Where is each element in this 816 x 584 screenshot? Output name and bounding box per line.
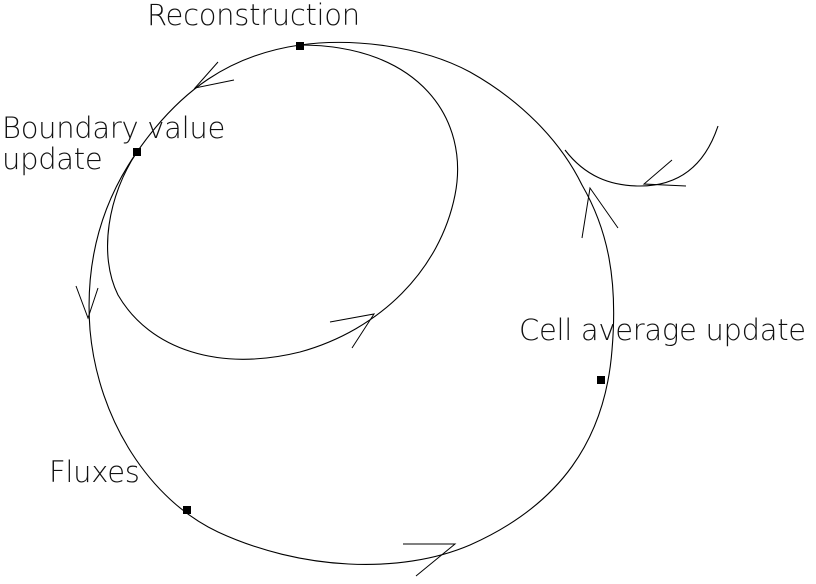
arrow-bottom-right <box>403 543 457 577</box>
label-cell-average-update: Cell average update <box>519 313 806 347</box>
outer-loop <box>88 41 615 565</box>
node-cell-average-update <box>597 376 605 384</box>
arrow-incoming <box>642 159 687 187</box>
arrow-inner-loop <box>329 313 376 349</box>
arrow-right-up <box>581 186 619 239</box>
arrow-left-down <box>75 285 99 320</box>
arrow-top-left <box>193 61 235 89</box>
node-fluxes <box>183 506 191 514</box>
label-reconstruction: Reconstruction <box>147 0 360 32</box>
node-reconstruction <box>296 42 304 50</box>
node-boundary-value-update <box>133 148 141 156</box>
incoming-curve <box>564 125 719 187</box>
label-fluxes: Fluxes <box>49 455 140 489</box>
label-boundary-value-update: Boundary value update <box>2 111 225 176</box>
inner-loop <box>107 44 459 360</box>
